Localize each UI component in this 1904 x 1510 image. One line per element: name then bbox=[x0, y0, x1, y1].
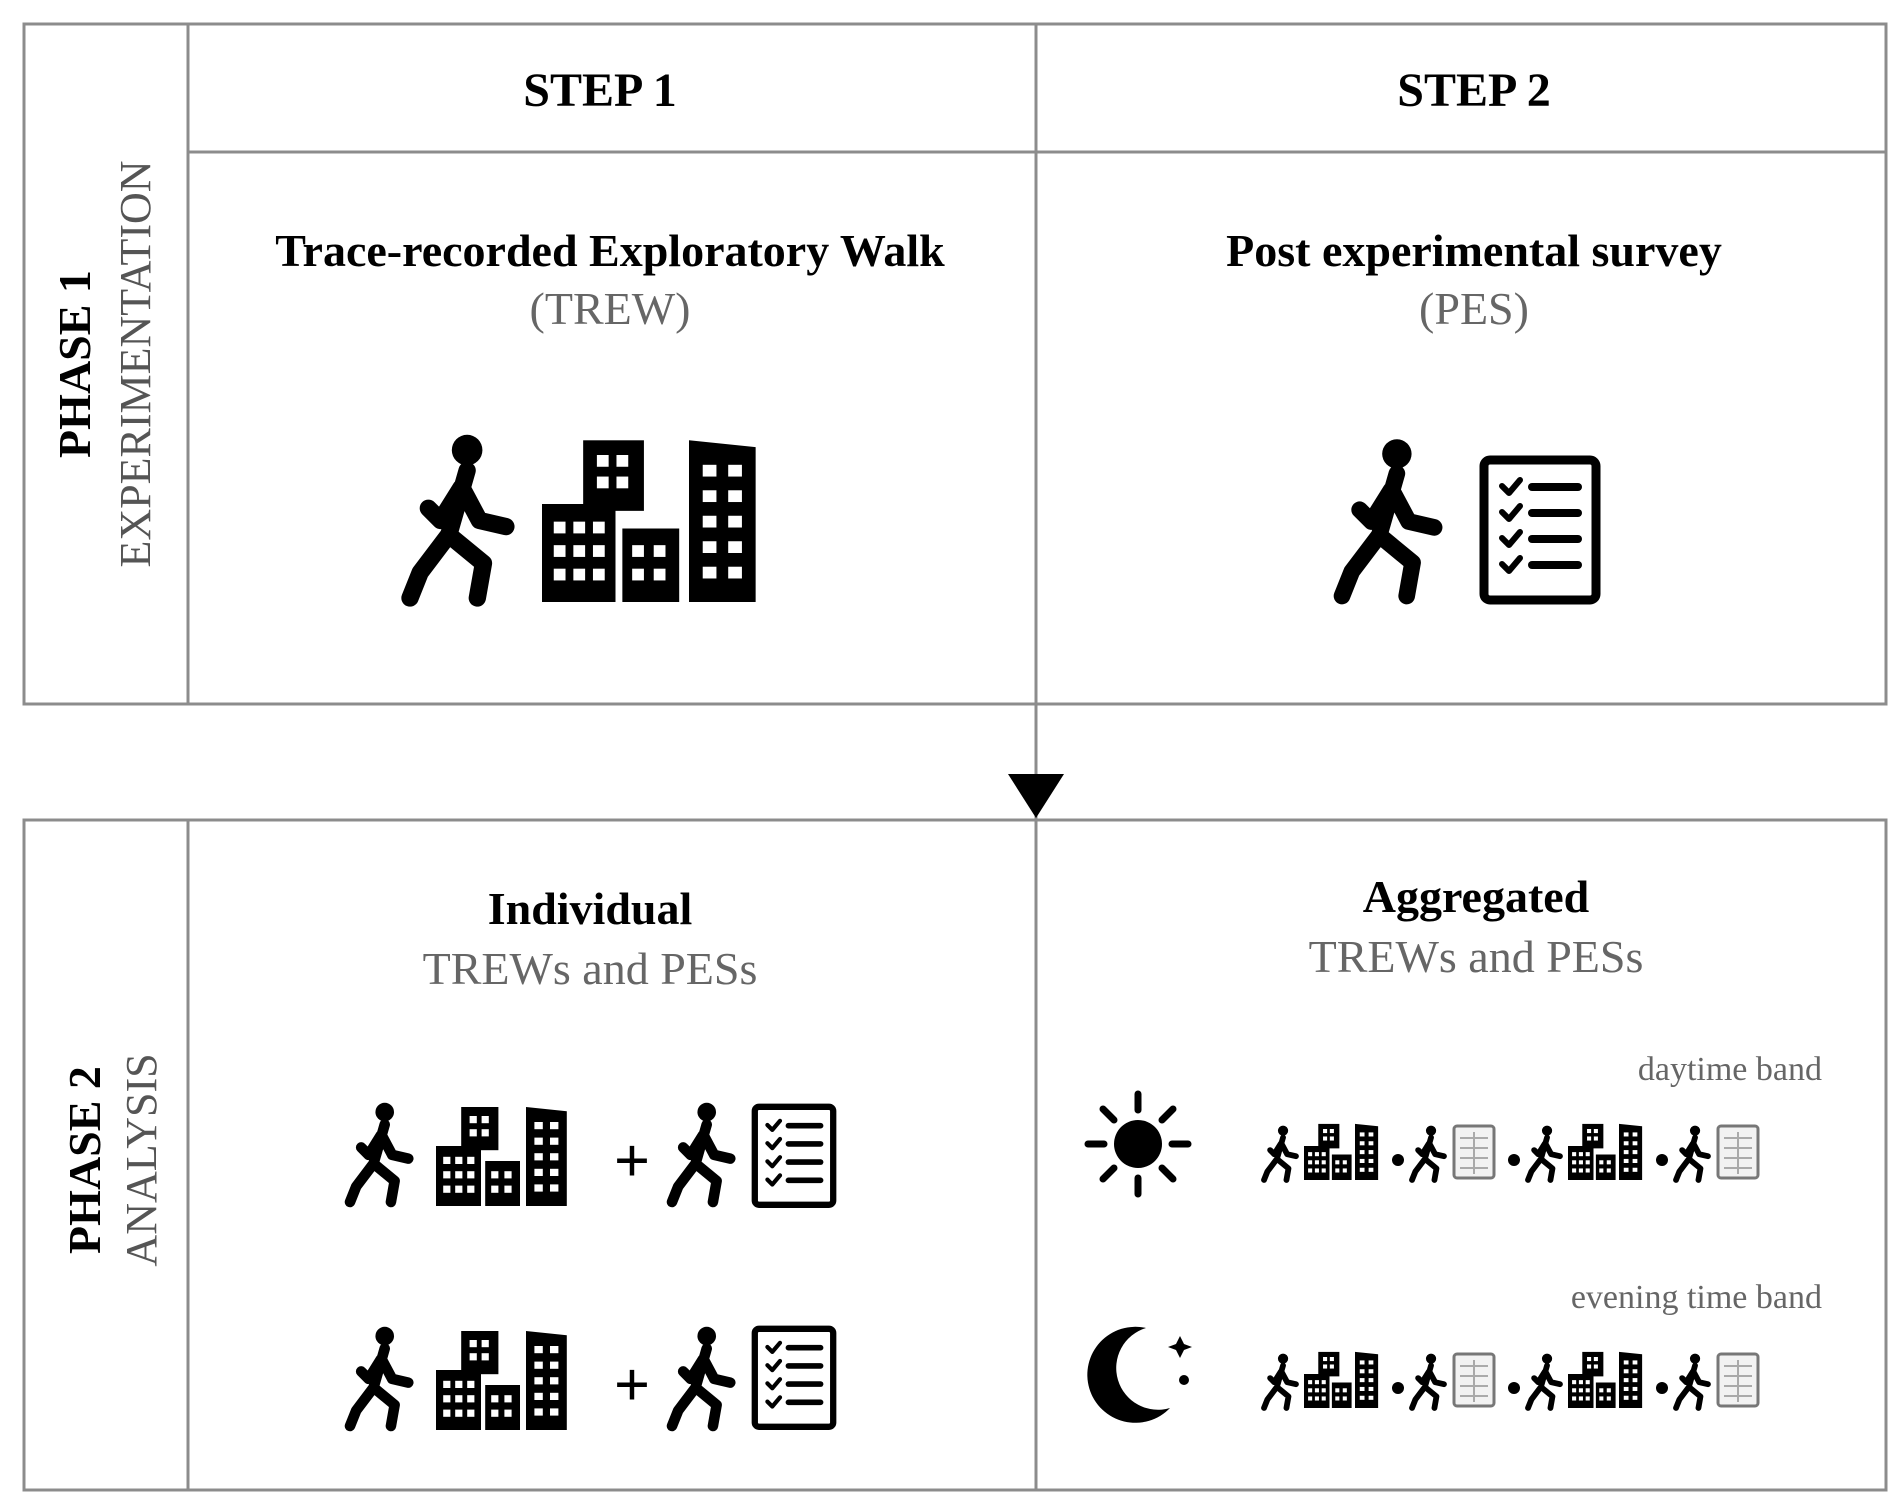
step1-cell-title: Trace-recorded Exploratory Walk bbox=[275, 225, 945, 276]
walker-icon bbox=[1528, 1354, 1560, 1408]
walker-icon bbox=[350, 1327, 408, 1426]
walker-icon bbox=[350, 1103, 408, 1202]
walker-icon bbox=[1264, 1126, 1296, 1180]
buildings-icon bbox=[436, 1331, 567, 1430]
individual-row: + bbox=[350, 1103, 833, 1206]
daytime-band-label: daytime band bbox=[1638, 1051, 1822, 1088]
walker-icon bbox=[672, 1327, 730, 1426]
buildings-icon bbox=[1568, 1123, 1643, 1180]
buildings-icon bbox=[1568, 1351, 1643, 1408]
walker-icon bbox=[1342, 439, 1434, 596]
checklist-icon bbox=[755, 1107, 833, 1205]
evening-band-label: evening time band bbox=[1571, 1279, 1822, 1316]
form-icon bbox=[1716, 1124, 1760, 1180]
phase1-label: PHASE 1 EXPERIMENTATION bbox=[49, 160, 160, 567]
separator-dot bbox=[1392, 1382, 1404, 1394]
phase2-frame bbox=[22, 818, 1888, 1492]
step1-header: STEP 1 bbox=[523, 64, 676, 117]
walker-icon bbox=[1676, 1354, 1708, 1408]
form-icon bbox=[1452, 1352, 1496, 1408]
flow-arrow bbox=[1008, 774, 1064, 818]
step1-cell-subtitle: (TREW) bbox=[530, 283, 691, 334]
checklist-icon bbox=[1484, 460, 1596, 600]
form-icon bbox=[1452, 1124, 1496, 1180]
walker-icon bbox=[410, 435, 506, 598]
phase1-frame bbox=[22, 22, 1888, 820]
separator-dot bbox=[1656, 1382, 1668, 1394]
phase2-subtitle: ANALYSIS bbox=[117, 1053, 166, 1266]
buildings-icon bbox=[1304, 1123, 1379, 1180]
phase2-title: PHASE 2 bbox=[59, 1066, 110, 1254]
separator-dot bbox=[1508, 1154, 1520, 1166]
buildings-icon bbox=[1304, 1351, 1379, 1408]
plus-icon: + bbox=[614, 1125, 650, 1196]
phase2-label: PHASE 2 ANALYSIS bbox=[59, 1053, 166, 1266]
walker-icon bbox=[1412, 1126, 1444, 1180]
walker-icon bbox=[1528, 1126, 1560, 1180]
buildings-icon bbox=[436, 1107, 567, 1206]
plus-icon: + bbox=[614, 1349, 650, 1420]
aggregated-title: Aggregated bbox=[1363, 871, 1590, 922]
buildings-icon bbox=[542, 440, 756, 602]
phase1-subtitle: EXPERIMENTATION bbox=[111, 160, 160, 567]
sun-icon bbox=[1084, 1090, 1192, 1198]
step2-cell-subtitle: (PES) bbox=[1419, 283, 1529, 334]
checklist-icon bbox=[755, 1329, 833, 1427]
separator-dot bbox=[1656, 1154, 1668, 1166]
walker-icon bbox=[1676, 1126, 1708, 1180]
separator-dot bbox=[1508, 1382, 1520, 1394]
walker-icon bbox=[672, 1103, 730, 1202]
aggregated-evening-row bbox=[1264, 1351, 1760, 1408]
step2-header: STEP 2 bbox=[1397, 64, 1550, 117]
step2-cell-title: Post experimental survey bbox=[1226, 225, 1722, 276]
individual-subtitle: TREWs and PESs bbox=[423, 943, 758, 994]
individual-title: Individual bbox=[488, 883, 693, 934]
phase1-title: PHASE 1 bbox=[49, 270, 100, 458]
individual-row: + bbox=[350, 1327, 833, 1430]
walker-icon bbox=[1412, 1354, 1444, 1408]
moon-icon bbox=[1087, 1326, 1192, 1423]
separator-dot bbox=[1392, 1154, 1404, 1166]
form-icon bbox=[1716, 1352, 1760, 1408]
aggregated-daytime-row bbox=[1264, 1123, 1760, 1180]
walker-icon bbox=[1264, 1354, 1296, 1408]
aggregated-subtitle: TREWs and PESs bbox=[1309, 931, 1644, 982]
